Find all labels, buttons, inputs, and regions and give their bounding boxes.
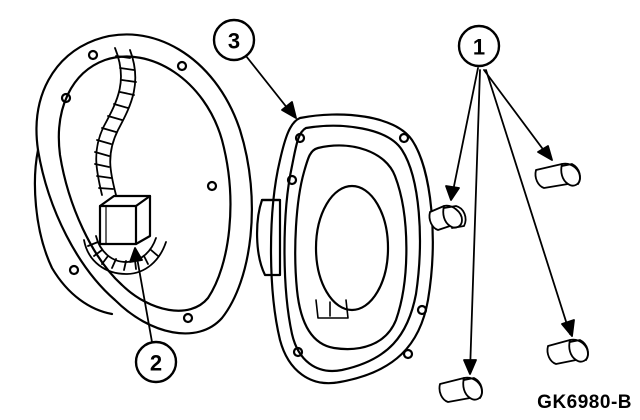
bolt xyxy=(534,162,581,189)
connector xyxy=(98,194,152,246)
callout-number: 1 xyxy=(473,35,485,60)
bolt xyxy=(438,376,483,403)
callout-number: 2 xyxy=(150,351,162,376)
speaker-mount-panel xyxy=(33,33,253,335)
leader-lines xyxy=(129,55,575,375)
bolt xyxy=(428,204,467,231)
callout-3: 3 xyxy=(212,18,256,62)
wiring-harness xyxy=(83,47,167,275)
callout-number: 3 xyxy=(228,29,240,54)
callout-1: 1 xyxy=(457,24,501,68)
callout-2: 2 xyxy=(134,340,178,384)
bolt xyxy=(546,338,589,365)
speaker xyxy=(255,113,434,385)
figure-id-label: GK6980-B xyxy=(537,392,632,413)
bolts xyxy=(428,162,589,403)
